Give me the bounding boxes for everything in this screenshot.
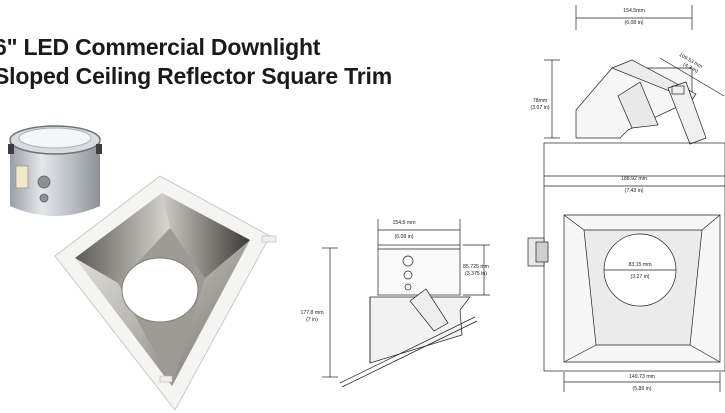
product-title-line-1: 6" LED Commercial Downlight	[0, 34, 321, 60]
side-height-mm: 177.8 mm	[300, 310, 323, 316]
top-height-mm: 78mm	[533, 98, 547, 104]
plan-and-elevation-drawing: 154.5mm (6.08 in) 78mm (3.07 in) 109.53 …	[527, 5, 725, 392]
plan-outer-mm: 188.92 mm	[621, 176, 647, 182]
plan-aperture-mm: 83.15 mm	[628, 262, 651, 268]
side-height-in: (7 in)	[306, 317, 318, 323]
side-module-in: (3.375 in)	[465, 271, 487, 277]
top-width-in: (6.08 in)	[624, 20, 643, 26]
side-elevation-drawing: 154.5 mm (6.08 in) 177.8 mm (7 in) 85.72…	[300, 219, 490, 388]
product-photo	[8, 125, 277, 411]
top-height-in: (3.07 in)	[530, 105, 549, 111]
product-title-line-2: Sloped Ceiling Reflector Square Trim	[0, 63, 392, 89]
side-module-mm: 85.725 mm	[463, 264, 489, 270]
plan-aperture-in: (3.27 in)	[630, 274, 649, 280]
top-width-mm: 154.5mm	[623, 8, 645, 14]
plan-bottom-mm: 149.73 mm	[629, 374, 655, 380]
side-width-in: (6.08 in)	[394, 234, 413, 240]
led-module-image	[8, 125, 102, 216]
reflector-trim-image	[54, 175, 277, 411]
plan-bottom-in: (5.89 in)	[632, 386, 651, 392]
plan-outer-in: (7.43 in)	[624, 188, 643, 194]
side-width-mm: 154.5 mm	[392, 220, 415, 226]
